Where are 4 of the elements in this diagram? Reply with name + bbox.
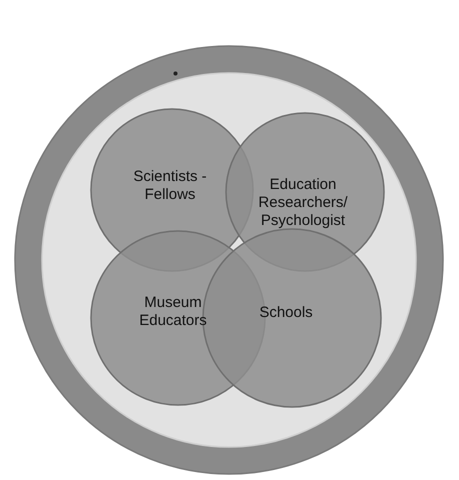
circle-label: Museum Educators bbox=[138, 294, 208, 330]
circle-label: Scientists - Fellows bbox=[132, 168, 208, 204]
circle-label: Education Researchers/ Psychologist bbox=[257, 176, 349, 230]
circle-label: Schools bbox=[258, 304, 314, 322]
